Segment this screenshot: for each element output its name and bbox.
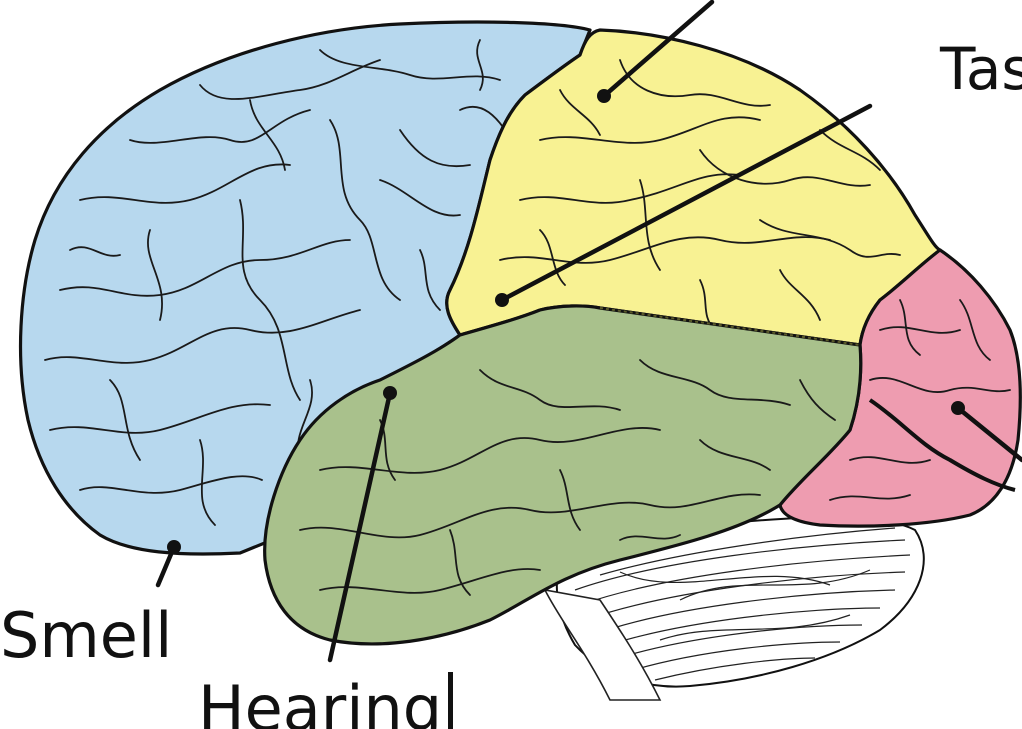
hearing-cursor-bar <box>448 672 453 729</box>
pointer-taste-dot <box>495 293 509 307</box>
pointer-occipital-dot <box>951 401 965 415</box>
pointer-smell-dot <box>167 540 181 554</box>
pointer-hearing-dot <box>383 386 397 400</box>
label-taste: Tas <box>940 40 1022 98</box>
label-smell: Smell <box>0 605 172 667</box>
label-hearing: Hearing <box>198 678 442 729</box>
pointer-top-dot <box>597 89 611 103</box>
